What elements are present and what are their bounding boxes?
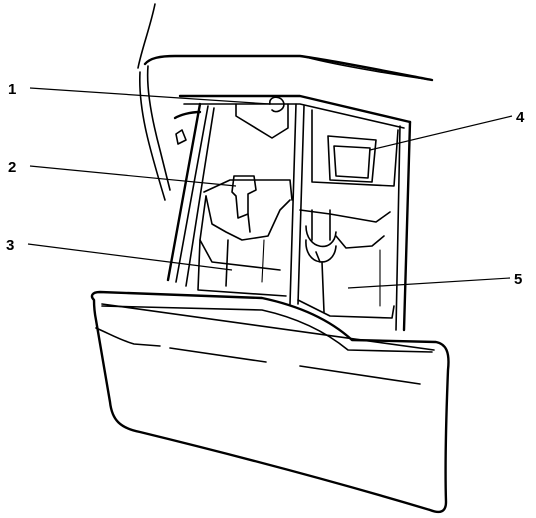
callout-2: 2 — [8, 159, 16, 176]
compartment-3-tray — [197, 195, 287, 297]
callout-5: 5 — [514, 271, 522, 288]
callout-1: 1 — [8, 81, 16, 98]
leader-line-5 — [347, 277, 511, 289]
leader-line-4 — [369, 115, 513, 151]
callout-3: 3 — [6, 237, 14, 254]
leader-line-1 — [29, 87, 271, 105]
leader-line-2 — [29, 165, 237, 187]
drawer-front-panel — [90, 290, 450, 514]
compartment-5-tray — [297, 209, 395, 319]
machine-body — [137, 3, 434, 201]
drawer-housing — [166, 94, 412, 332]
compartment-4-cap — [311, 109, 399, 187]
callout-labels: 1 2 3 4 5 — [6, 81, 525, 288]
compartment-2-siphon — [203, 175, 293, 241]
leader-lines — [27, 87, 513, 289]
callout-4: 4 — [516, 109, 525, 126]
compartment-1-insert — [235, 96, 289, 139]
leader-line-3 — [27, 243, 233, 271]
